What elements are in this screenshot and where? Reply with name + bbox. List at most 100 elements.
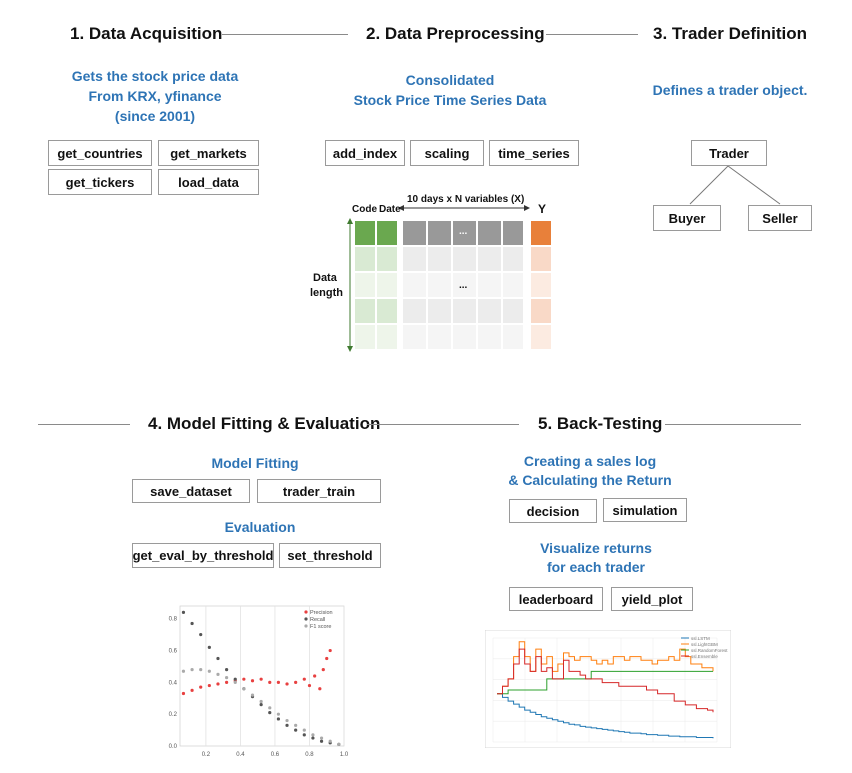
buyer-node[interactable]: Buyer xyxy=(653,205,721,231)
fn-leaderboard[interactable]: leaderboard xyxy=(509,587,603,611)
table-header-cell xyxy=(477,220,502,246)
x-tick-label: 0.4 xyxy=(236,752,245,758)
data-length-label-2: length xyxy=(310,287,343,299)
fn-get-tickers[interactable]: get_tickers xyxy=(48,169,152,195)
evaluation-title: Evaluation xyxy=(224,519,296,535)
fn-get-markets[interactable]: get_markets xyxy=(158,140,259,166)
data-point xyxy=(233,677,237,681)
table-cell xyxy=(452,272,477,298)
fn-load-data[interactable]: load_data xyxy=(158,169,259,195)
fn-yield-plot[interactable]: yield_plot xyxy=(611,587,693,611)
fn-trader-train[interactable]: trader_train xyxy=(257,479,381,503)
data-point xyxy=(311,736,315,740)
model-fitting-title: Model Fitting xyxy=(211,455,299,471)
y-tick-label: 0.4 xyxy=(169,680,178,686)
data-point xyxy=(225,680,229,684)
fn-set-threshold[interactable]: set_threshold xyxy=(279,543,381,568)
fn-save-dataset[interactable]: save_dataset xyxy=(132,479,250,503)
data-point xyxy=(207,645,211,649)
table-cell xyxy=(502,298,524,324)
table-header-cell xyxy=(452,220,477,246)
data-point xyxy=(207,683,211,688)
data-point xyxy=(259,703,263,707)
x-tick-label: 0.6 xyxy=(271,752,280,758)
data-point xyxy=(294,723,298,727)
step-5-title: 5. Back-Testing xyxy=(538,414,663,433)
series-line xyxy=(497,670,713,695)
data-point xyxy=(199,633,203,637)
date-label: Date xyxy=(379,204,401,215)
data-point xyxy=(302,733,306,737)
step-2-title: 2. Data Preprocessing xyxy=(366,24,545,43)
table-cell xyxy=(530,272,552,298)
data-point xyxy=(294,728,298,732)
table-cell xyxy=(354,324,376,350)
data-point xyxy=(250,679,255,683)
table-cell xyxy=(502,272,524,298)
data-point xyxy=(268,680,272,684)
table-cell xyxy=(427,298,452,324)
data-point xyxy=(242,687,246,691)
table-cell xyxy=(502,246,524,272)
data-point xyxy=(181,691,186,696)
x-tick-label: 0.8 xyxy=(305,752,314,758)
table-cell xyxy=(502,324,524,350)
legend-label: Precision xyxy=(310,610,333,616)
data-length-arrow xyxy=(347,218,353,352)
acquisition-desc-line-3: (since 2001) xyxy=(114,108,196,124)
data-point xyxy=(216,656,220,661)
data-point xyxy=(294,680,298,684)
table-cell xyxy=(477,298,502,324)
data-point xyxy=(190,621,194,626)
table-cell xyxy=(452,324,477,350)
data-point xyxy=(319,739,324,743)
fn-decision[interactable]: decision xyxy=(509,499,597,523)
connector-line xyxy=(222,34,348,35)
x-tick-label: 1.0 xyxy=(340,752,349,758)
connector-line xyxy=(367,424,519,425)
series-line xyxy=(497,648,714,713)
sales-log-title-line-1: Creating a sales log xyxy=(523,453,657,469)
table-cell xyxy=(530,298,552,324)
trader-desc: Defines a trader object. xyxy=(652,82,808,98)
fn-scaling[interactable]: scaling xyxy=(410,140,484,166)
table-header-cell xyxy=(354,220,376,246)
data-point xyxy=(190,688,194,692)
table-cell xyxy=(402,246,427,272)
acquisition-desc-line-1: Gets the stock price data xyxy=(71,68,239,84)
table-cell xyxy=(354,298,376,324)
y-tick-label: 0.2 xyxy=(169,712,178,718)
fn-get-countries[interactable]: get_countries xyxy=(48,140,152,166)
trader-node[interactable]: Trader xyxy=(691,140,767,166)
seller-node[interactable]: Seller xyxy=(748,205,812,231)
code-label: Code xyxy=(352,204,377,215)
yield-chart: ssl.LSTMssl.LightGBMssl.RandomForestssl.… xyxy=(485,630,731,748)
data-point xyxy=(225,675,229,680)
data-point xyxy=(311,733,315,737)
data-point xyxy=(302,677,306,681)
table-cell xyxy=(427,272,452,298)
step-3-title: 3. Trader Definition xyxy=(653,24,807,43)
data-point xyxy=(337,742,341,747)
preprocessing-desc-line-1: Consolidated xyxy=(405,72,495,88)
data-point xyxy=(250,693,255,697)
legend-label: ssl.LightGBM xyxy=(691,642,718,647)
fn-time-series[interactable]: time_series xyxy=(489,140,579,166)
table-cell xyxy=(376,246,398,272)
table-cell xyxy=(530,246,552,272)
trader-tree-lines xyxy=(689,165,781,205)
legend-label: ssl.Ensemble xyxy=(691,654,718,659)
preprocessing-desc-line-2: Stock Price Time Series Data xyxy=(353,92,547,108)
data-point xyxy=(276,712,280,716)
legend-label: ssl.LSTM xyxy=(691,636,710,641)
x-tick-label: 0.2 xyxy=(202,752,211,758)
fn-get-eval-by-threshold[interactable]: get_eval_by_threshold xyxy=(132,543,274,568)
data-point xyxy=(207,669,211,673)
table-header-cell xyxy=(376,220,398,246)
data-point xyxy=(190,668,194,672)
fn-add-index[interactable]: add_index xyxy=(325,140,405,166)
fn-simulation[interactable]: simulation xyxy=(603,498,687,522)
data-point xyxy=(285,718,289,723)
data-point xyxy=(302,728,306,732)
